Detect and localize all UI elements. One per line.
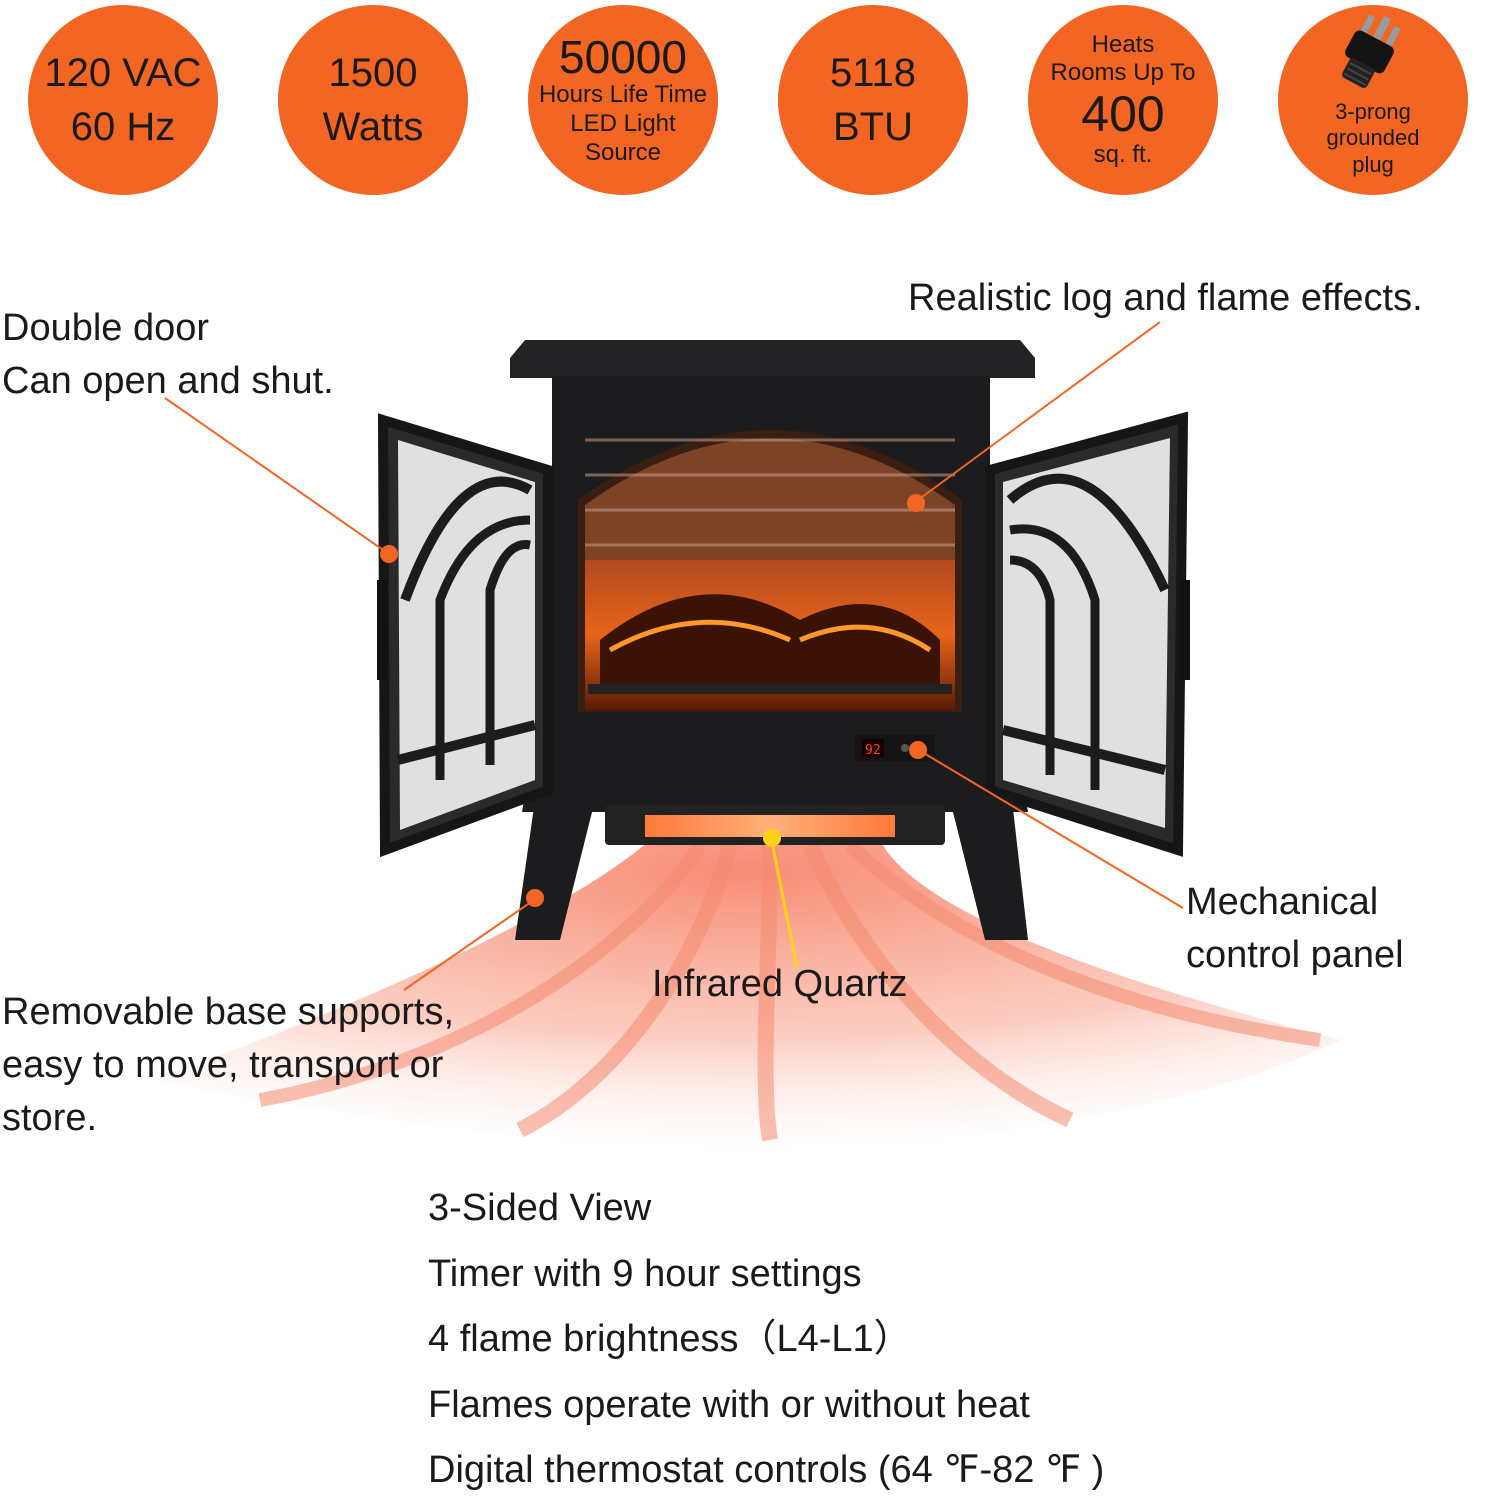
badge-voltage: 120 VAC 60 Hz: [28, 5, 218, 195]
control-display: [862, 739, 884, 757]
badge-btu: 5118 BTU: [778, 5, 968, 195]
callout-log-flame: Realistic log and flame effects.: [908, 277, 1423, 319]
feature-item: 4 flame brightness（L4-L1）: [428, 1318, 912, 1360]
infrared-quartz-element: [645, 815, 895, 837]
callout-double-door-line-1: Double door: [2, 307, 210, 349]
badge-led-life: 50000 Hours Life Time LED Light Source: [528, 5, 718, 195]
stove-top: [510, 340, 1035, 378]
callout-base-line-3: store.: [2, 1097, 98, 1139]
stove-leg-right: [950, 800, 1028, 940]
badge-voltage-line-1: 120 VAC: [44, 51, 202, 95]
badge-heating-area-line-1: Heats: [1091, 30, 1155, 58]
badge-btu-line-2: BTU: [833, 105, 913, 149]
door-right: [985, 411, 1190, 857]
callout-lines: [164, 321, 1184, 991]
callout-base: Removable base supports, easy to move, t…: [2, 986, 454, 1145]
badge-plug-line-1: 3-prong: [1335, 99, 1411, 124]
badge-heating-area-line-2: Rooms Up To: [1050, 59, 1196, 87]
callout-base-line-2: easy to move, transport or: [2, 1044, 444, 1086]
control-knob-1: [901, 744, 909, 752]
badge-led-life-line-3: LED Light: [570, 109, 676, 137]
callout-base-line-1: Removable base supports,: [2, 991, 455, 1033]
control-display-readout: 92: [865, 743, 881, 758]
plug-icon: [1342, 15, 1401, 88]
badge-wattage-line-1: 1500: [328, 51, 418, 95]
badge-wattage-line-2: Watts: [322, 105, 424, 149]
callout-control-panel-line-1: Mechanical: [1186, 881, 1379, 923]
badge-plug: 3-prong grounded plug: [1278, 5, 1468, 195]
door-left: [377, 413, 553, 858]
badge-voltage-line-2: 60 Hz: [70, 105, 176, 149]
feature-item: 3-Sided View: [428, 1187, 652, 1229]
badge-led-life-line-4: Source: [584, 138, 662, 166]
heat-waves: [150, 839, 1340, 1150]
badge-heating-area-line-3: 400: [1081, 86, 1165, 143]
callout-infrared: Infrared Quartz: [652, 963, 908, 1005]
feature-item: Timer with 9 hour settings: [428, 1252, 862, 1295]
feature-list: 3-Sided View Timer with 9 hour settings …: [428, 1176, 1104, 1504]
badge-btu-line-1: 5118: [829, 51, 916, 95]
badge-heating-area: Heats Rooms Up To 400 sq. ft.: [1028, 5, 1218, 195]
firebox: [578, 430, 962, 712]
callout-control-panel: Mechanical control panel: [1186, 876, 1404, 982]
callout-control-panel-line-2: control panel: [1186, 934, 1404, 976]
feature-item: Digital thermostat controls (64 ℉-82 ℉ ): [428, 1449, 1105, 1491]
stove-base: [522, 778, 1028, 812]
feature-item: Flames operate with or without heat: [428, 1383, 1030, 1426]
badge-heating-area-line-4: sq. ft.: [1093, 140, 1153, 168]
badge-led-life-line-2: Hours Life Time: [538, 80, 708, 108]
badge-wattage: 1500 Watts: [278, 5, 468, 195]
callout-double-door: Double door Can open and shut.: [2, 302, 334, 408]
badge-plug-line-3: plug: [1352, 151, 1394, 177]
badge-led-life-line-1: 50000: [559, 30, 687, 83]
badge-plug-line-2: grounded: [1326, 125, 1420, 151]
callout-double-door-line-2: Can open and shut.: [2, 360, 334, 402]
